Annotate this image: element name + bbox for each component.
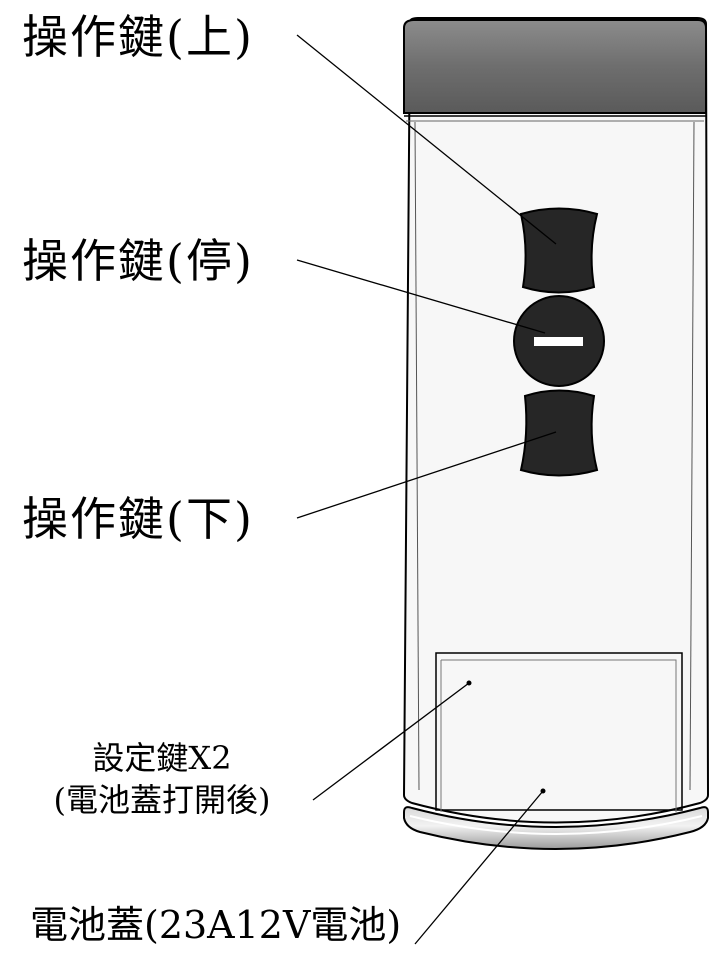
right-bevel-line bbox=[689, 121, 695, 791]
leader-dot-battery bbox=[540, 788, 546, 794]
label-settings-key: 設定鍵X2 (電池蓋打開後) bbox=[12, 737, 312, 821]
bottom-cap bbox=[403, 806, 709, 850]
label-up-key: 操作鍵(上) bbox=[22, 10, 254, 64]
leader-dot-settings bbox=[466, 680, 472, 686]
leader-down bbox=[296, 431, 557, 519]
down-button[interactable] bbox=[519, 389, 599, 477]
leader-settings bbox=[312, 682, 470, 801]
label-settings-line2: (電池蓋打開後) bbox=[53, 781, 271, 819]
left-bevel-line bbox=[414, 121, 420, 791]
label-battery-cover: 電池蓋(23A12V電池) bbox=[30, 903, 402, 947]
label-settings-line1: 設定鍵X2 bbox=[92, 739, 232, 777]
battery-cover-inner bbox=[440, 659, 677, 812]
leader-battery bbox=[414, 790, 544, 945]
battery-cover bbox=[435, 652, 683, 811]
top-cap bbox=[403, 19, 707, 114]
leader-up bbox=[296, 34, 557, 245]
label-down-key: 操作鍵(下) bbox=[22, 492, 254, 546]
leader-stop bbox=[296, 259, 546, 334]
up-button[interactable] bbox=[519, 207, 599, 294]
stop-button-bar bbox=[534, 337, 583, 346]
label-stop-key: 操作鍵(停) bbox=[22, 234, 254, 288]
bottom-cap-edge bbox=[409, 815, 703, 835]
